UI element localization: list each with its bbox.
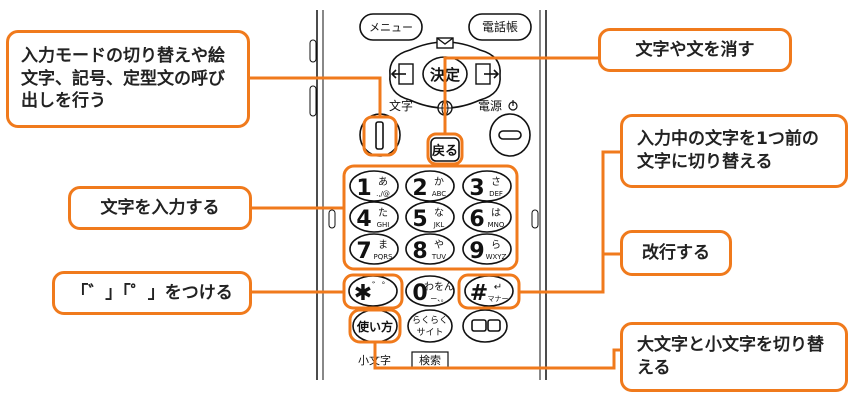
- callout-text: 「゛」「゜」をつける: [71, 282, 233, 303]
- svg-text:らくらく: らくらく: [412, 315, 448, 326]
- key-digit: 6: [469, 207, 484, 232]
- key-kana: ↵: [494, 282, 502, 293]
- key-kana: た: [378, 207, 388, 219]
- key-kana: ま: [378, 239, 388, 251]
- left-arrow-icon: [390, 63, 414, 85]
- back-key[interactable]: 戻る: [430, 137, 460, 162]
- key-digit: 2: [412, 176, 427, 201]
- svg-text:メニュー: メニュー: [369, 21, 413, 34]
- star-key[interactable]: ✱゛゜: [348, 275, 398, 307]
- callout-input-mode: 入力モードの切り替えや絵文字、記号、定型文の呼び出しを行う: [6, 30, 250, 128]
- key-digit: ✱: [354, 281, 372, 306]
- callout-text: 文字や文を消す: [635, 39, 755, 60]
- key-latin: JKL: [433, 221, 445, 229]
- help-key[interactable]: 使い方: [352, 309, 398, 343]
- key-kana: わをん: [424, 281, 454, 293]
- right-arrow-icon: [475, 63, 500, 85]
- moji-label: 文字: [389, 98, 413, 113]
- callout-text: 大文字と小文字を切り替える: [637, 335, 824, 378]
- key-kana: か: [434, 176, 444, 188]
- svg-text:使い方: 使い方: [356, 319, 393, 334]
- callout-text: 改行する: [642, 242, 710, 263]
- callout-previous-char: 入力中の文字を1つ前の文字に切り替える: [620, 114, 848, 188]
- key-digit: 8: [412, 239, 427, 264]
- svg-text:電話帳: 電話帳: [482, 19, 518, 34]
- callout-text: 入力中の文字を1つ前の文字に切り替える: [637, 129, 819, 172]
- key-kana: ら: [491, 239, 501, 251]
- key-latin: TUV: [431, 253, 446, 261]
- callout-text: 入力モードの切り替えや絵文字、記号、定型文の呼び出しを行う: [21, 45, 225, 112]
- call-end-icon: [498, 130, 522, 140]
- key-kana: や: [434, 239, 444, 251]
- key-digit: 4: [356, 207, 371, 232]
- moji-key[interactable]: [359, 113, 401, 157]
- key-latin: ー、。: [430, 295, 447, 303]
- key-latin: DEF: [489, 190, 503, 198]
- hash-key[interactable]: # ↵ マナー: [464, 275, 514, 307]
- connector-lines: [250, 56, 620, 370]
- key-digit: 3: [469, 176, 484, 201]
- key-latin: WXYZ: [486, 253, 507, 261]
- menu-key[interactable]: メニュー: [359, 13, 423, 41]
- highlight-number-keys: [342, 164, 519, 271]
- key-digit: 9: [469, 239, 484, 264]
- key-latin: .,/@: [376, 190, 390, 198]
- key-digit: 5: [412, 207, 427, 232]
- camera-key[interactable]: [462, 309, 508, 343]
- key-digit: #: [470, 281, 488, 306]
- key-latin: ABC: [432, 190, 446, 198]
- key-kana: ゛゜: [372, 281, 392, 293]
- key-latin: マナー: [488, 295, 509, 303]
- svg-text:戻る: 戻る: [431, 143, 458, 159]
- callout-delete: 文字や文を消す: [598, 28, 792, 72]
- call-end-key[interactable]: [489, 113, 531, 157]
- key-kana: は: [491, 207, 501, 219]
- callout-input-char: 文字を入力する: [68, 186, 252, 230]
- key-digit: 7: [356, 239, 371, 264]
- key-latin: PQRS: [373, 253, 393, 261]
- key-kana: あ: [378, 176, 388, 188]
- callout-dakuten: 「゛」「゜」をつける: [52, 271, 252, 315]
- key-latin: GHI: [377, 221, 390, 229]
- power-label: 電源: [478, 99, 502, 113]
- phonebook-key[interactable]: 電話帳: [468, 13, 532, 41]
- key-digit: 1: [356, 176, 371, 201]
- mail-icon: [436, 37, 454, 49]
- svg-text:サイト: サイト: [416, 327, 443, 338]
- camera-icon: [471, 319, 501, 332]
- callout-newline: 改行する: [620, 230, 732, 276]
- key-kana: な: [434, 207, 444, 219]
- raku-site-key[interactable]: らくらく サイト: [407, 309, 453, 343]
- search-label: 検索: [411, 351, 449, 369]
- phone-body: [309, 10, 547, 380]
- power-icon: [508, 100, 518, 111]
- key-kana: さ: [491, 176, 501, 188]
- callout-text: 文字を入力する: [100, 197, 220, 218]
- svg-text:検索: 検索: [419, 353, 441, 367]
- key-latin: MNO: [488, 221, 505, 229]
- key-digit: 0: [412, 281, 427, 306]
- callout-case-toggle: 大文字と小文字を切り替える: [620, 322, 848, 392]
